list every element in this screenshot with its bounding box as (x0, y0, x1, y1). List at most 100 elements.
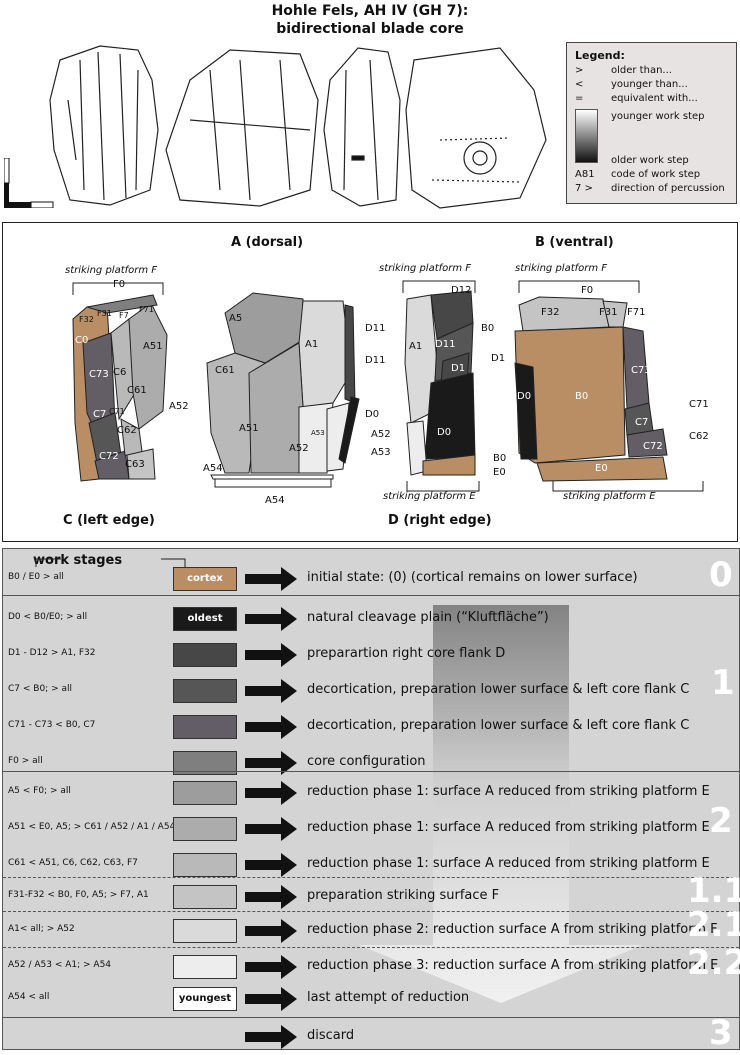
legend-symbol: < (575, 79, 584, 90)
label-C6: C6 (113, 367, 127, 378)
stage-swatch (173, 817, 237, 841)
label-E0-b: E0 (595, 463, 608, 474)
stage-description: decortication, preparation lower surface… (307, 682, 690, 697)
stage-swatch (173, 885, 237, 909)
stage-condition: C7 < B0; > all (8, 684, 72, 694)
label-C62-c: C62 (117, 425, 137, 436)
stage-description: discard (307, 1028, 355, 1043)
label-D0-b: D0 (517, 391, 532, 402)
label-A52-c: A52 (169, 401, 189, 412)
label-A54-bracket: A54 (265, 495, 285, 506)
legend-row-younger: < younger than... (575, 79, 688, 90)
drawing-dorsal (165, 49, 319, 207)
phase-number: 2 (709, 801, 733, 841)
label-C61-a: C61 (215, 365, 235, 376)
region-A1 (298, 300, 352, 408)
stage-swatch (173, 715, 237, 739)
label-B0-b: B0 (575, 391, 589, 402)
caption-left-edge: C (left edge) (63, 513, 155, 528)
legend-text: younger than... (611, 79, 688, 90)
region-D0-a (338, 396, 360, 464)
stage-condition: C61 < A51, C6, C62, C63, F7 (8, 858, 138, 868)
schematic-panel: A (dorsal) B (ventral) C (left edge) D (… (2, 222, 738, 542)
platform-brackets (72, 280, 704, 492)
legend-symbol: > (575, 65, 584, 76)
title-line-1: Hohle Fels, AH IV (GH 7): (271, 3, 469, 19)
stage-description: preparartion right core flank D (307, 646, 506, 661)
phase-number: 1.1 (687, 871, 740, 911)
label-C7-b: C7 (635, 417, 649, 428)
arrow-right-icon (245, 919, 297, 943)
stage-condition: B0 / E0 > all (8, 572, 64, 582)
label-A5: A5 (229, 313, 243, 324)
legend-code-symbol: A81 (575, 169, 595, 180)
stage-swatch (173, 781, 237, 805)
work-stages-bracket (35, 558, 186, 567)
stage-description: reduction phase 1: surface A reduced fro… (307, 856, 710, 871)
arrow-right-icon (245, 817, 297, 841)
work-stages-header: work stages (33, 553, 123, 568)
label-C73-c: C73 (89, 369, 109, 380)
stage-condition: D1 - D12 > A1, F32 (8, 648, 96, 658)
label-F31-c: F31 (97, 309, 112, 318)
label-D1-d: D1 (451, 363, 466, 374)
legend-text: older than... (611, 65, 672, 76)
label-D11-a1: D11 (365, 323, 386, 334)
label-C61-c: C61 (127, 385, 147, 396)
region-C61 (128, 302, 168, 430)
caption-dorsal: A (dorsal) (231, 235, 304, 250)
label-D12: D12 (451, 285, 472, 296)
legend-text: equivalent with... (611, 93, 698, 104)
stage-description: natural cleavage plain (“Kluftfläche”) (307, 610, 549, 625)
legend-symbol: = (575, 93, 584, 104)
label-D0-d: D0 (437, 427, 452, 438)
stage-condition: C71 - C73 < B0, C7 (8, 720, 96, 730)
legend-dir-text: direction of percussion (611, 183, 725, 194)
stage-row: C61 < A51, C6, C62, C63, F7 reduction pha… (3, 847, 739, 883)
label-A51-a: A51 (239, 423, 259, 434)
region-B0 (514, 326, 626, 464)
legend-code-text: code of work step (611, 169, 701, 180)
legend-row-direction: 7 > direction of percussion (575, 183, 725, 194)
arrow-right-icon (245, 679, 297, 703)
arrow-right-icon (245, 853, 297, 877)
label-A52-d: A52 (371, 429, 391, 440)
region-D0 (424, 372, 476, 460)
label-C63: C63 (125, 459, 145, 470)
region-D11-a (344, 304, 356, 404)
stage-condition: A1< all; > A52 (8, 924, 75, 934)
label-E0-d: E0 (493, 467, 506, 478)
region-A52 (298, 402, 334, 474)
legend-gradient (575, 109, 598, 163)
title-line-2: bidirectional blade core (276, 21, 464, 37)
arrow-right-icon (245, 781, 297, 805)
label-D0-a: D0 (365, 409, 380, 420)
legend-gradient-top: younger work step (611, 111, 705, 122)
caption-ventral: B (ventral) (535, 235, 614, 250)
figure-title: Hohle Fels, AH IV (GH 7): bidirectional … (0, 2, 740, 38)
label-D11-d: D11 (435, 339, 456, 350)
stage-description: last attempt of reduction (307, 990, 470, 1005)
region-F-top-c (86, 294, 158, 314)
drawing-right-edge (323, 47, 401, 207)
separator (3, 1017, 739, 1018)
label-D1-d-out: D1 (491, 353, 506, 364)
stage-swatch (173, 919, 237, 943)
schematic-shapes (72, 280, 704, 492)
stage-row: C7 < B0; > all decortication, preparation… (3, 673, 739, 709)
stage-row: discard (3, 1019, 739, 1055)
label-A52-a: A52 (289, 443, 309, 454)
legend-box: Legend: > older than... < younger than..… (566, 42, 737, 204)
stage-swatch: cortex (173, 567, 237, 591)
label-C0: C0 (75, 335, 89, 346)
scale-bar (4, 158, 54, 208)
stage-swatch (173, 679, 237, 703)
stage-condition: F0 > all (8, 756, 43, 766)
legend-heading: Legend: (575, 49, 625, 62)
label-A53-a: A53 (311, 429, 325, 437)
